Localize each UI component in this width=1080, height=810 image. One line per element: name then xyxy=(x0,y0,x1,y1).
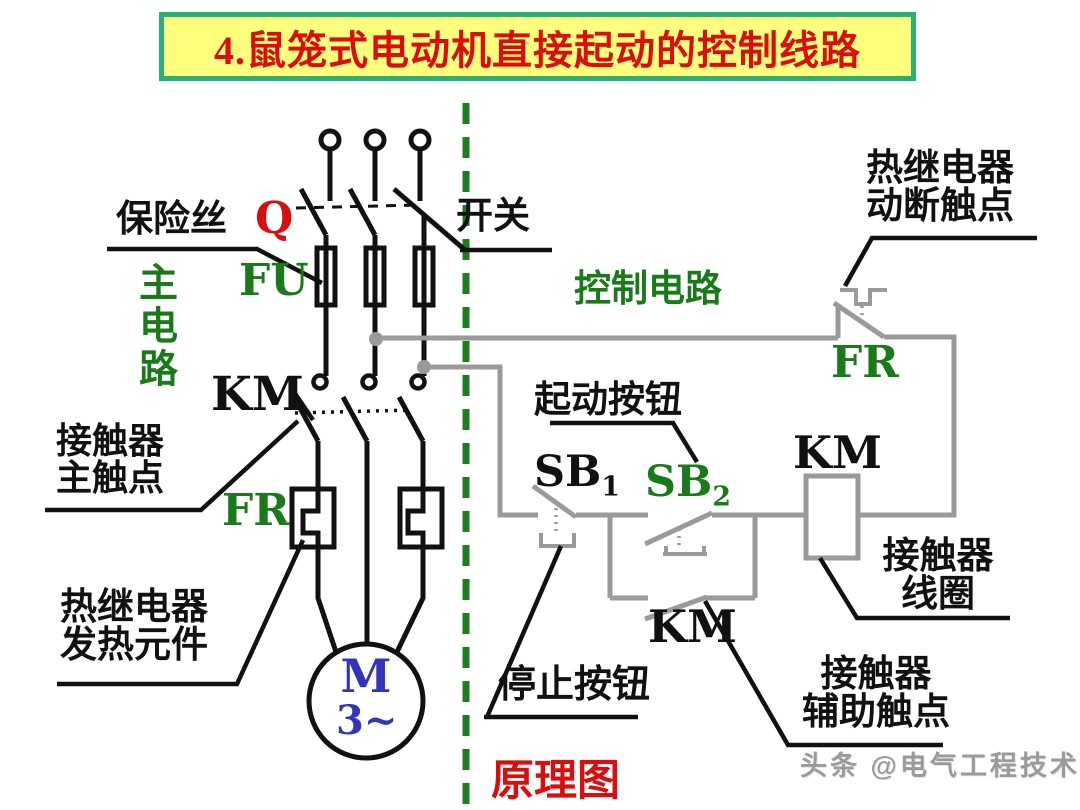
start-button-label-leader xyxy=(550,420,699,464)
km-main-tag: KM xyxy=(211,367,304,422)
km-coil-symbol xyxy=(803,473,861,561)
fr-nc-contact-symbol xyxy=(832,288,887,340)
km-main-label-tick xyxy=(292,390,315,422)
sb1-stop-button-symbol xyxy=(531,483,578,548)
fr-control-tag: FR xyxy=(831,337,899,388)
leader-lines xyxy=(45,235,1037,748)
schematic-label: 原理图 xyxy=(491,758,620,805)
km-aux-contact-symbol xyxy=(607,515,758,622)
fuse-label-leader xyxy=(107,246,324,285)
motor-symbol xyxy=(306,441,426,761)
watermark: 头条 @电气工程技术 xyxy=(800,751,1080,781)
q-tag: Q xyxy=(255,193,294,244)
contactor-main-label: 接触器 主触点 xyxy=(56,421,165,499)
thermal-nc-label-leader xyxy=(843,235,1037,288)
km-coil-tag: KM xyxy=(793,426,882,479)
fr-main-tag: FR xyxy=(222,485,290,536)
km-aux-tag: KM xyxy=(648,600,737,653)
motor-m-label: M xyxy=(340,649,392,703)
fu-tag: FU xyxy=(239,255,309,306)
main-circuit-symbols xyxy=(289,128,467,761)
sb2-tag: SB2 xyxy=(645,457,731,513)
title-banner: 4.鼠笼式电动机直接起动的控制线路 xyxy=(159,12,916,81)
stop-button-label-leader xyxy=(484,545,638,720)
motor-phase-label: 3~ xyxy=(336,697,398,744)
switch-label: 开关 xyxy=(456,196,530,237)
main-circuit-label: 主电路 xyxy=(133,262,177,391)
start-button-label: 起动按钮 xyxy=(534,380,682,421)
control-circuit-label: 控制电路 xyxy=(574,269,722,310)
supply-terminal-icons xyxy=(318,128,432,201)
control-circuit-symbols xyxy=(369,288,957,622)
coil-label-leader xyxy=(818,556,1010,621)
fuse-label: 保险丝 xyxy=(116,199,227,240)
heater-label: 热继电器 发热元件 xyxy=(60,587,208,667)
coil-label: 接触器 线圈 xyxy=(882,536,994,616)
contactor-main-label-leader xyxy=(45,419,300,513)
page-title: 4.鼠笼式电动机直接起动的控制线路 xyxy=(214,27,861,73)
sb2-start-button-symbol xyxy=(643,510,714,556)
switch-q-symbol xyxy=(295,187,467,252)
stop-button-label: 停止按钮 xyxy=(498,664,651,706)
thermal-nc-label: 热继电器 动断触点 xyxy=(866,148,1014,228)
aux-label-leader xyxy=(703,599,943,748)
fuse-symbols xyxy=(314,216,436,376)
km-main-contact-symbols xyxy=(291,373,427,443)
sb1-tag: SB1 xyxy=(534,447,620,503)
heater-label-leader xyxy=(57,539,306,687)
aux-label: 接触器 辅助触点 xyxy=(802,654,950,734)
